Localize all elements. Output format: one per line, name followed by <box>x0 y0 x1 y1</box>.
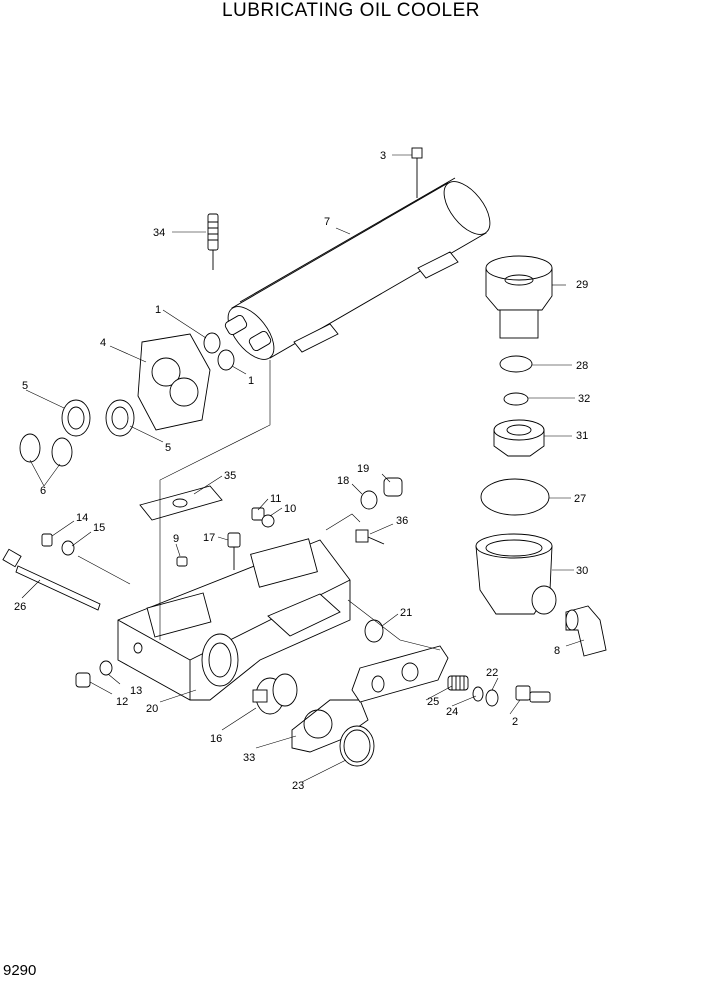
nut-31 <box>493 419 545 457</box>
gasket-22 <box>485 689 499 707</box>
bolt-36 <box>355 529 385 545</box>
elbow-flange-5b <box>105 399 135 437</box>
gasket-15 <box>61 540 75 556</box>
callout-26: 26 <box>14 601 26 613</box>
bolt-26 <box>2 548 101 611</box>
callout-31: 31 <box>576 430 588 442</box>
callout-12: 12 <box>116 696 128 708</box>
callout-36: 36 <box>396 515 408 527</box>
cooler-body <box>224 177 491 360</box>
plug-19 <box>383 477 403 497</box>
bolt-3 <box>411 147 423 198</box>
callout-1b: 1 <box>248 375 254 387</box>
o-ring-6a <box>19 433 41 463</box>
callout-17: 17 <box>203 532 215 544</box>
o-ring-1b <box>217 349 235 371</box>
callout-21: 21 <box>400 607 412 619</box>
spring-25 <box>447 675 469 691</box>
callout-16: 16 <box>210 733 222 745</box>
callout-23: 23 <box>292 780 304 792</box>
callout-11: 11 <box>270 493 281 505</box>
callout-29: 29 <box>576 279 588 291</box>
callout-14: 14 <box>76 512 88 524</box>
elbow-flange-5a <box>61 399 91 437</box>
callout-labels: 1 1 2 3 4 5 5 6 7 8 9 10 11 12 13 14 15 … <box>14 150 590 792</box>
callout-5a: 5 <box>22 380 28 392</box>
callout-5b: 5 <box>165 442 171 454</box>
callout-32: 32 <box>578 393 590 405</box>
elbow-8 <box>565 605 607 657</box>
gasket-13 <box>99 660 113 676</box>
fitting-17 <box>227 532 241 570</box>
plug-12 <box>75 672 91 688</box>
page-code: 9290 <box>3 962 37 979</box>
plug-9 <box>176 556 188 567</box>
o-ring-1a <box>203 332 221 354</box>
assembly-guides <box>77 360 441 651</box>
stud-34 <box>207 213 219 270</box>
callout-6: 6 <box>40 485 46 497</box>
nipple-2 <box>515 685 551 703</box>
callout-13: 13 <box>130 685 142 697</box>
diagram-title: LUBRICATING OIL COOLER <box>221 0 481 21</box>
o-ring-28 <box>499 355 533 373</box>
o-ring-27 <box>480 478 550 516</box>
callout-34: 34 <box>153 227 165 239</box>
o-ring-6b <box>51 437 73 467</box>
callout-8: 8 <box>554 645 560 657</box>
callout-20: 20 <box>146 703 158 715</box>
plug-11 <box>251 507 265 521</box>
plug-21 <box>364 619 384 643</box>
snap-ring-23 <box>339 725 375 767</box>
gasket-18 <box>360 490 378 510</box>
leader-lines <box>21 154 585 783</box>
filter-head-29 <box>485 255 553 339</box>
callout-25: 25 <box>427 696 439 708</box>
callout-22: 22 <box>486 667 498 679</box>
housing-20 <box>117 538 351 701</box>
callout-2: 2 <box>512 716 518 728</box>
callout-15: 15 <box>93 522 105 534</box>
o-ring-32 <box>503 392 529 406</box>
callout-9: 9 <box>173 533 179 545</box>
plug-14 <box>41 533 53 547</box>
valve-16 <box>252 673 298 715</box>
callout-18: 18 <box>337 475 349 487</box>
callout-33: 33 <box>243 752 255 764</box>
callout-27: 27 <box>574 493 586 505</box>
cover-plate <box>351 645 449 703</box>
callout-19: 19 <box>357 463 369 475</box>
callout-3: 3 <box>380 150 386 162</box>
flange-plate-4 <box>137 333 211 431</box>
callout-35: 35 <box>224 470 236 482</box>
callout-24: 24 <box>446 706 458 718</box>
gasket-10 <box>261 514 275 528</box>
callout-28: 28 <box>576 360 588 372</box>
callout-4: 4 <box>100 337 106 349</box>
washer-24 <box>472 686 484 702</box>
callout-1a: 1 <box>155 304 161 316</box>
callout-10: 10 <box>284 503 296 515</box>
callout-30: 30 <box>576 565 588 577</box>
callout-7: 7 <box>324 216 330 228</box>
filter-bowl-30 <box>475 533 557 615</box>
plate-35 <box>139 485 223 521</box>
